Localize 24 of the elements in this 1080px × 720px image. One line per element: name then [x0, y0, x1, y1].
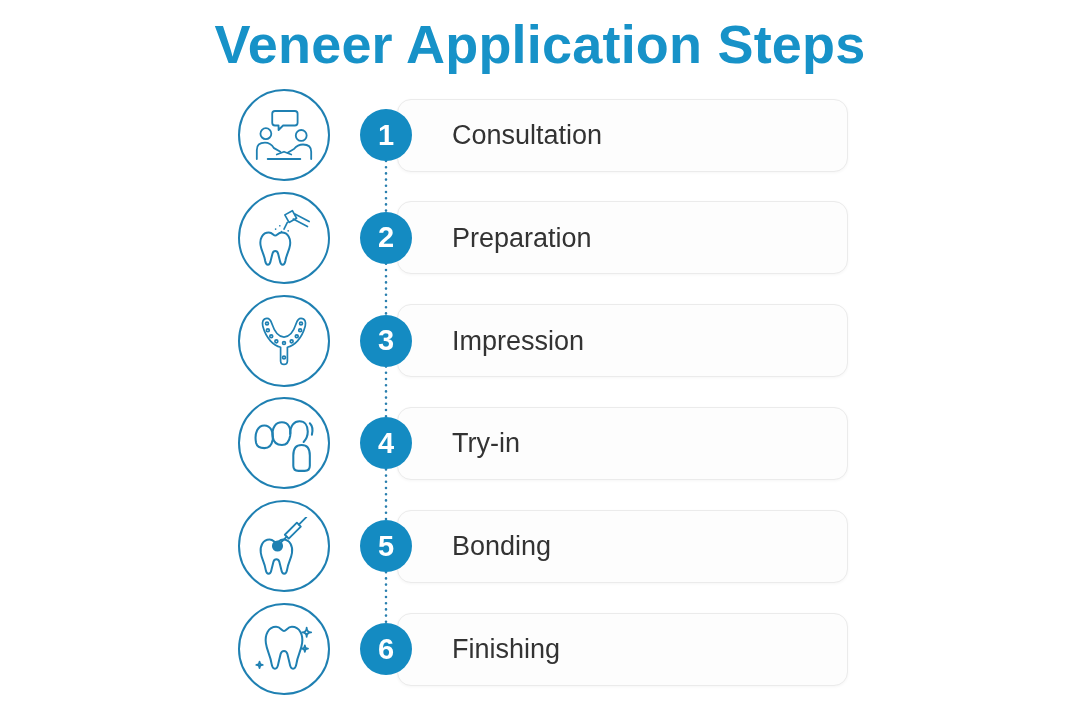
step-label: Bonding — [452, 530, 552, 563]
step-label: Preparation — [452, 221, 592, 254]
step-card — [397, 98, 848, 172]
dotted-connector — [384, 468, 388, 522]
step-number: 3 — [360, 314, 412, 367]
step-number: 4 — [360, 417, 412, 470]
step-label: Finishing — [452, 633, 561, 665]
step-card — [397, 201, 848, 275]
step-number: 2 — [360, 211, 412, 264]
dotted-connector — [384, 159, 388, 214]
step-card — [397, 406, 848, 480]
dotted-connector — [384, 365, 388, 419]
title: Veneer Application Steps — [214, 13, 866, 76]
step-number: 5 — [360, 520, 412, 573]
step-number: 6 — [360, 623, 412, 675]
step-card — [397, 612, 848, 686]
step-label: Impression — [452, 324, 585, 357]
step-number: 1 — [360, 109, 412, 161]
step-card — [397, 509, 848, 583]
step-label: Consultation — [452, 119, 603, 151]
step-label: Try-in — [452, 427, 520, 460]
dotted-connector — [384, 262, 388, 316]
step-card — [397, 304, 848, 378]
dotted-connector — [384, 570, 388, 625]
